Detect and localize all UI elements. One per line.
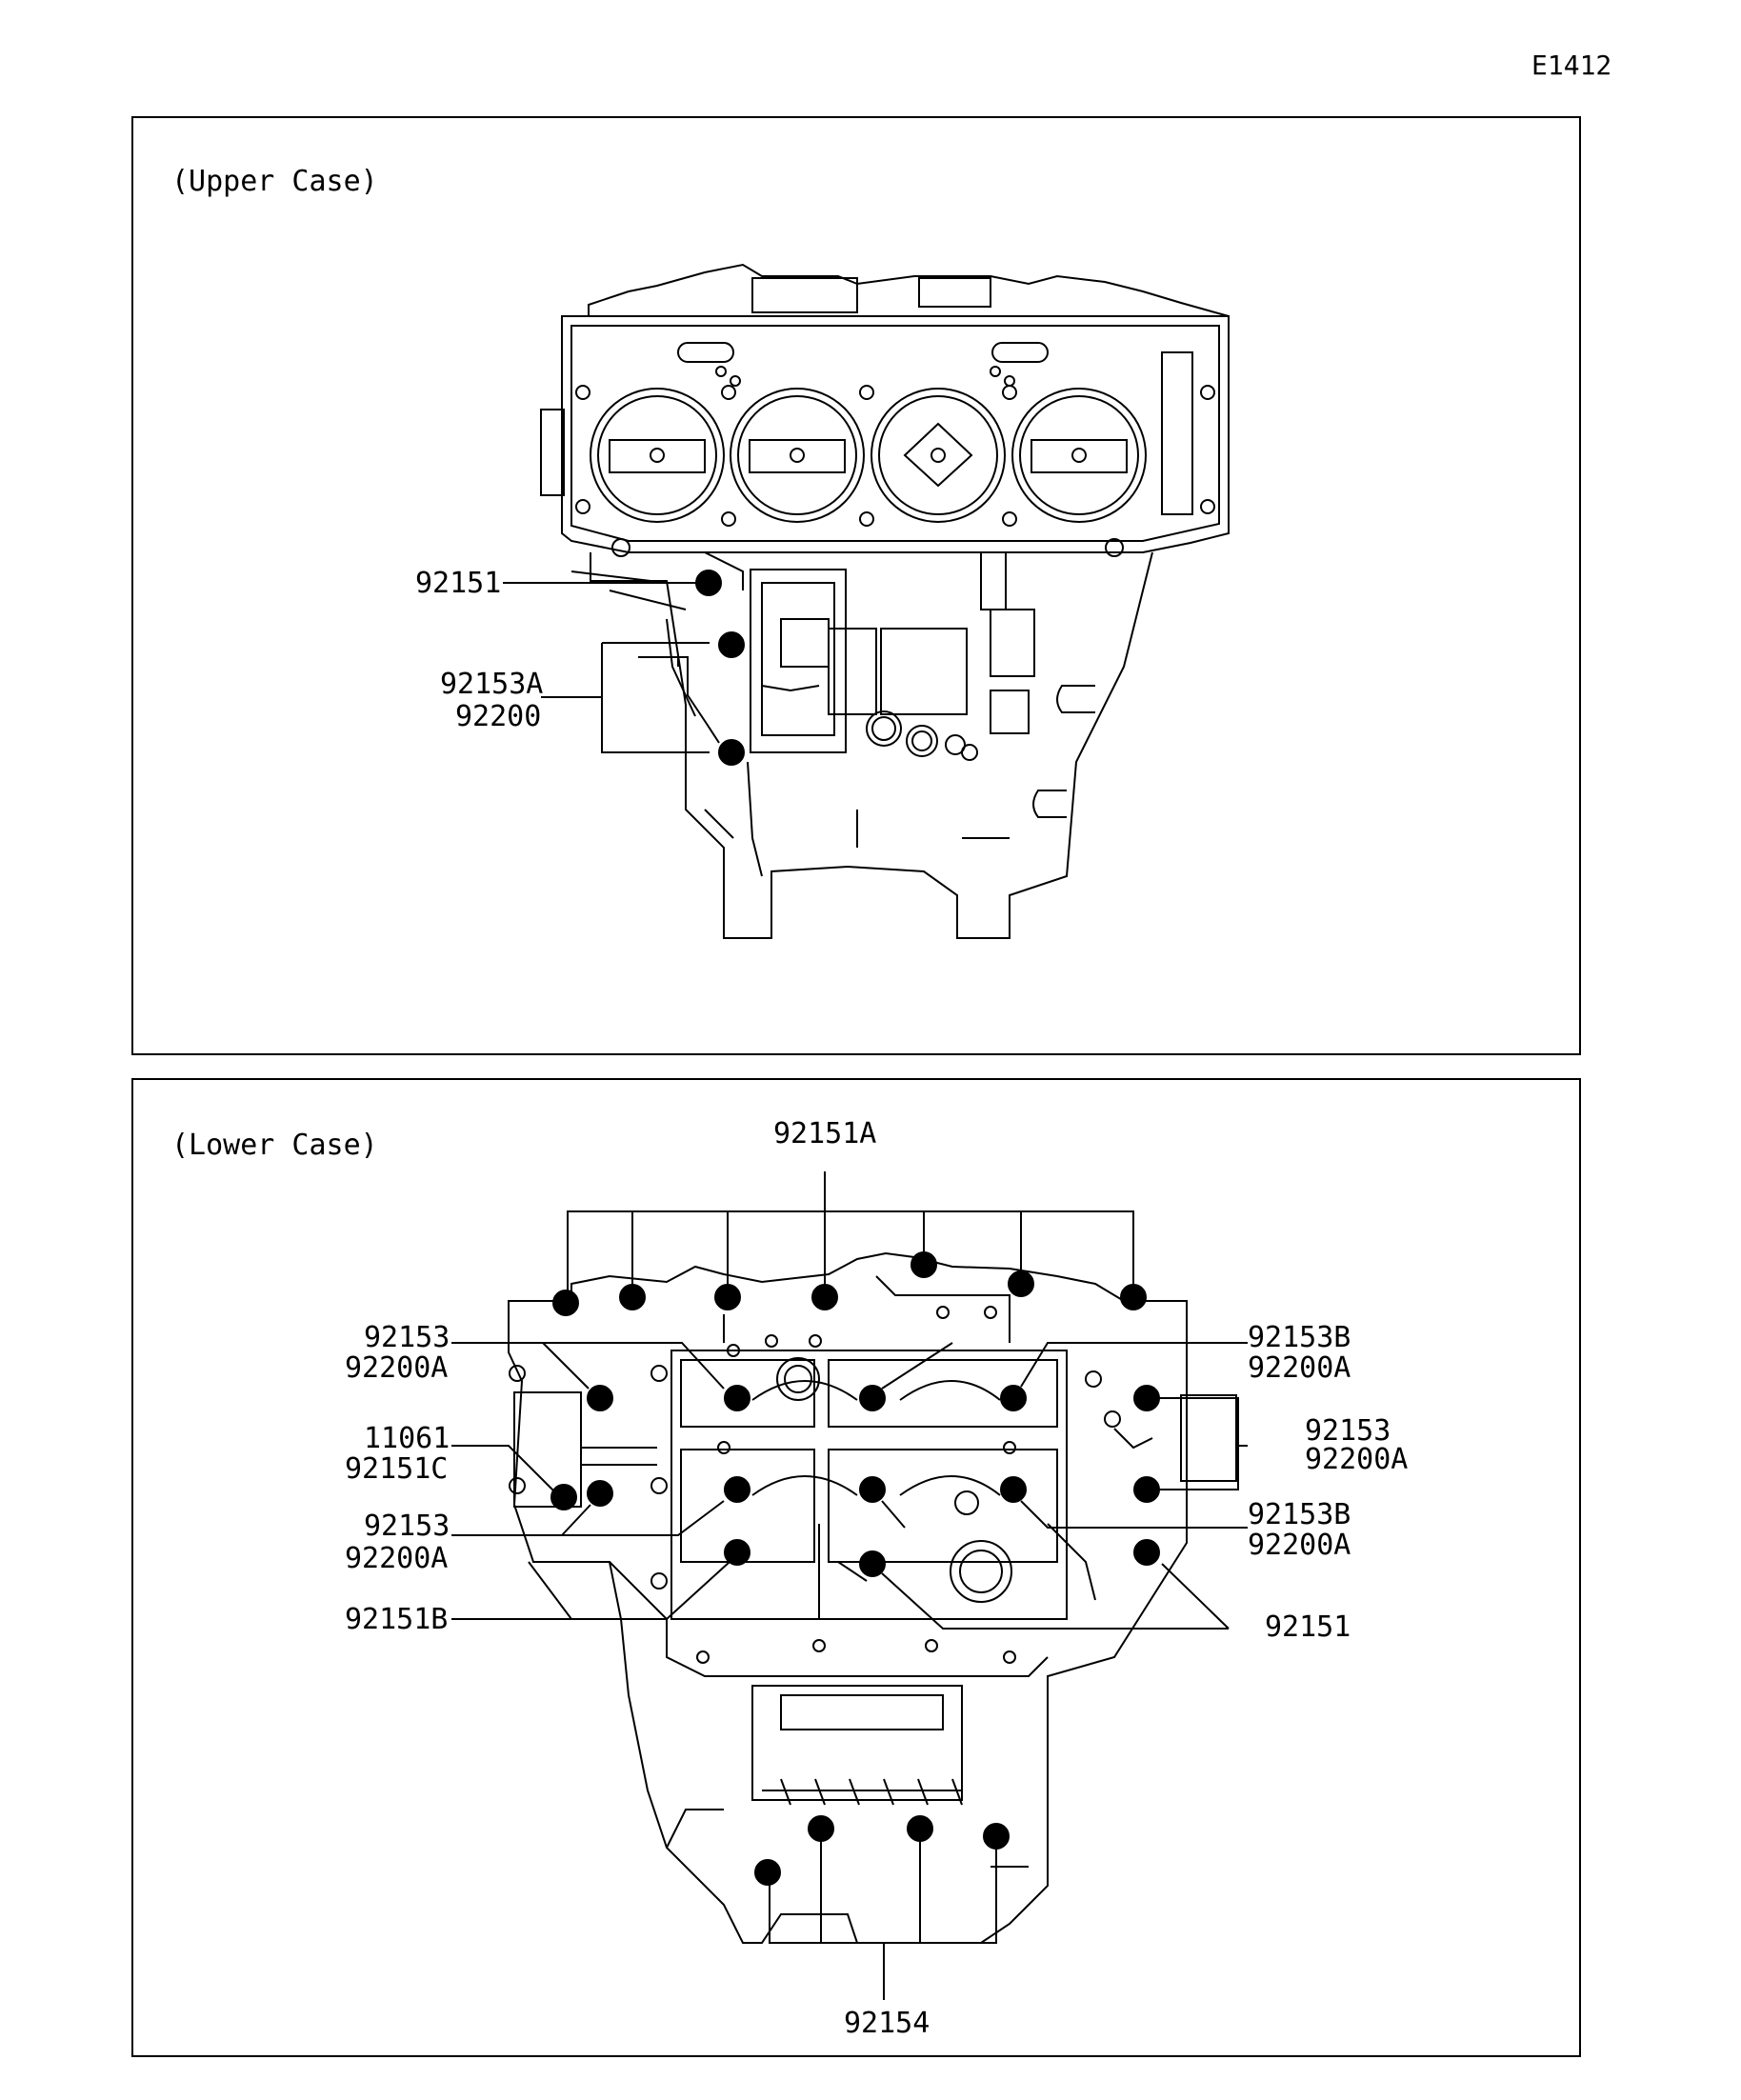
bolt-icon bbox=[718, 739, 745, 766]
upper-case-panel bbox=[131, 116, 1581, 1055]
label-92200: 92200 bbox=[455, 700, 541, 733]
bolt-icon bbox=[811, 1284, 838, 1310]
upper-leader-lines bbox=[503, 582, 720, 753]
label-92151B: 92151B bbox=[345, 1603, 448, 1636]
lower-case-panel bbox=[131, 1078, 1581, 2057]
bolt-icon bbox=[1120, 1284, 1147, 1310]
upper-bolts bbox=[695, 570, 745, 766]
lower-case-drawing bbox=[508, 1251, 1237, 1944]
bolt-icon bbox=[714, 1284, 741, 1310]
label-92151-right: 92151 bbox=[1265, 1610, 1351, 1644]
label-92153-right: 92153 bbox=[1305, 1414, 1391, 1448]
label-92153-left-mid: 92153 bbox=[364, 1510, 450, 1543]
lower-leader-lines bbox=[451, 1171, 1248, 2000]
lower-bolts bbox=[550, 1251, 1160, 1886]
label-92200A-right-bottom: 92200A bbox=[1248, 1529, 1351, 1562]
bolt-icon bbox=[724, 1539, 750, 1566]
upper-case-drawing bbox=[540, 263, 1230, 939]
label-92200A-left-top: 92200A bbox=[345, 1351, 448, 1385]
label-92200A-left-mid: 92200A bbox=[345, 1542, 448, 1575]
bolt-icon bbox=[587, 1480, 613, 1507]
bolt-icon bbox=[859, 1385, 886, 1411]
bolt-icon bbox=[1133, 1539, 1160, 1566]
bolt-icon bbox=[754, 1859, 781, 1886]
bolt-icon bbox=[1000, 1385, 1027, 1411]
bolt-icon bbox=[911, 1251, 937, 1278]
bolt-icon bbox=[552, 1290, 579, 1316]
bolt-icon bbox=[619, 1284, 646, 1310]
label-92200A-right-mid: 92200A bbox=[1305, 1443, 1408, 1476]
lower-case-title: (Lower Case) bbox=[171, 1129, 378, 1162]
label-92151-upper: 92151 bbox=[415, 567, 501, 600]
bolt-icon bbox=[724, 1385, 750, 1411]
bolt-icon bbox=[1133, 1476, 1160, 1503]
bolt-icon bbox=[587, 1385, 613, 1411]
diagram-code: E1412 bbox=[1531, 50, 1612, 81]
label-92200A-right-top: 92200A bbox=[1248, 1351, 1351, 1385]
bolt-icon bbox=[718, 631, 745, 658]
label-11061: 11061 bbox=[364, 1422, 450, 1455]
bolt-icon bbox=[1133, 1385, 1160, 1411]
bolt-icon bbox=[983, 1823, 1010, 1850]
label-92153A: 92153A bbox=[440, 668, 543, 701]
label-92153-left-top: 92153 bbox=[364, 1321, 450, 1354]
label-92153B-right-top: 92153B bbox=[1248, 1321, 1351, 1354]
bolt-icon bbox=[808, 1815, 834, 1842]
label-92151C: 92151C bbox=[345, 1452, 448, 1486]
bolt-icon bbox=[695, 570, 722, 596]
bolt-icon bbox=[859, 1550, 886, 1577]
bolt-icon bbox=[907, 1815, 933, 1842]
label-92153B-right-bottom: 92153B bbox=[1248, 1498, 1351, 1531]
bolt-icon bbox=[724, 1476, 750, 1503]
label-92154: 92154 bbox=[844, 2007, 930, 2040]
bolt-icon bbox=[859, 1476, 886, 1503]
bolt-icon bbox=[550, 1484, 577, 1510]
bolt-icon bbox=[1000, 1476, 1027, 1503]
label-92151A: 92151A bbox=[773, 1117, 876, 1150]
bolt-icon bbox=[1008, 1270, 1034, 1297]
upper-case-title: (Upper Case) bbox=[171, 165, 378, 198]
